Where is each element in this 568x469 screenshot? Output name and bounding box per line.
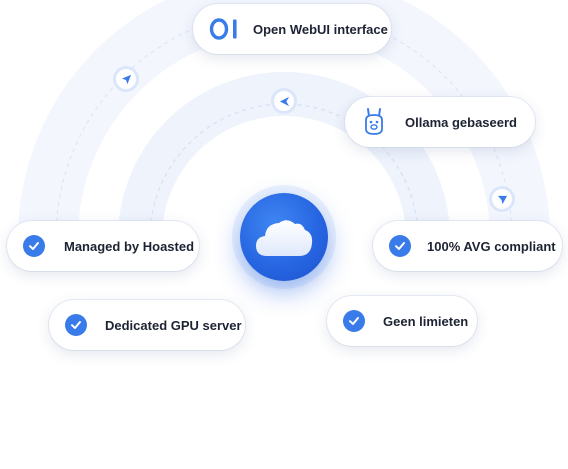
orbit-node-arrow-icon (274, 91, 294, 111)
feature-label: Managed by Hoasted (64, 238, 195, 254)
openwebui-logo-icon (209, 18, 237, 40)
check-icon (343, 310, 365, 332)
feature-limits: Geen limieten (327, 296, 477, 346)
feature-label: 100% AVG compliant (427, 238, 556, 254)
llama-icon (365, 108, 383, 135)
feature-label: Ollama gebaseerd (405, 114, 517, 130)
feature-label: Geen limieten (383, 313, 469, 329)
cloud-icon (256, 220, 313, 256)
check-icon (23, 235, 45, 257)
feature-label: Open WebUI interface (253, 21, 388, 37)
orbit-node-arrow-icon (116, 69, 136, 89)
feature-label: Dedicated GPU server (105, 317, 242, 333)
orbit-node-arrow-icon (492, 189, 512, 209)
feature-open-webui: Open WebUI interface (193, 4, 391, 54)
feature-managed: Managed by Hoasted (7, 221, 199, 271)
check-icon (65, 314, 87, 336)
check-icon (389, 235, 411, 257)
feature-avg: 100% AVG compliant (373, 221, 562, 271)
center-cloud-badge (240, 193, 328, 281)
feature-gpu: Dedicated GPU server (49, 300, 245, 350)
feature-ollama: Ollama gebaseerd (345, 97, 535, 147)
